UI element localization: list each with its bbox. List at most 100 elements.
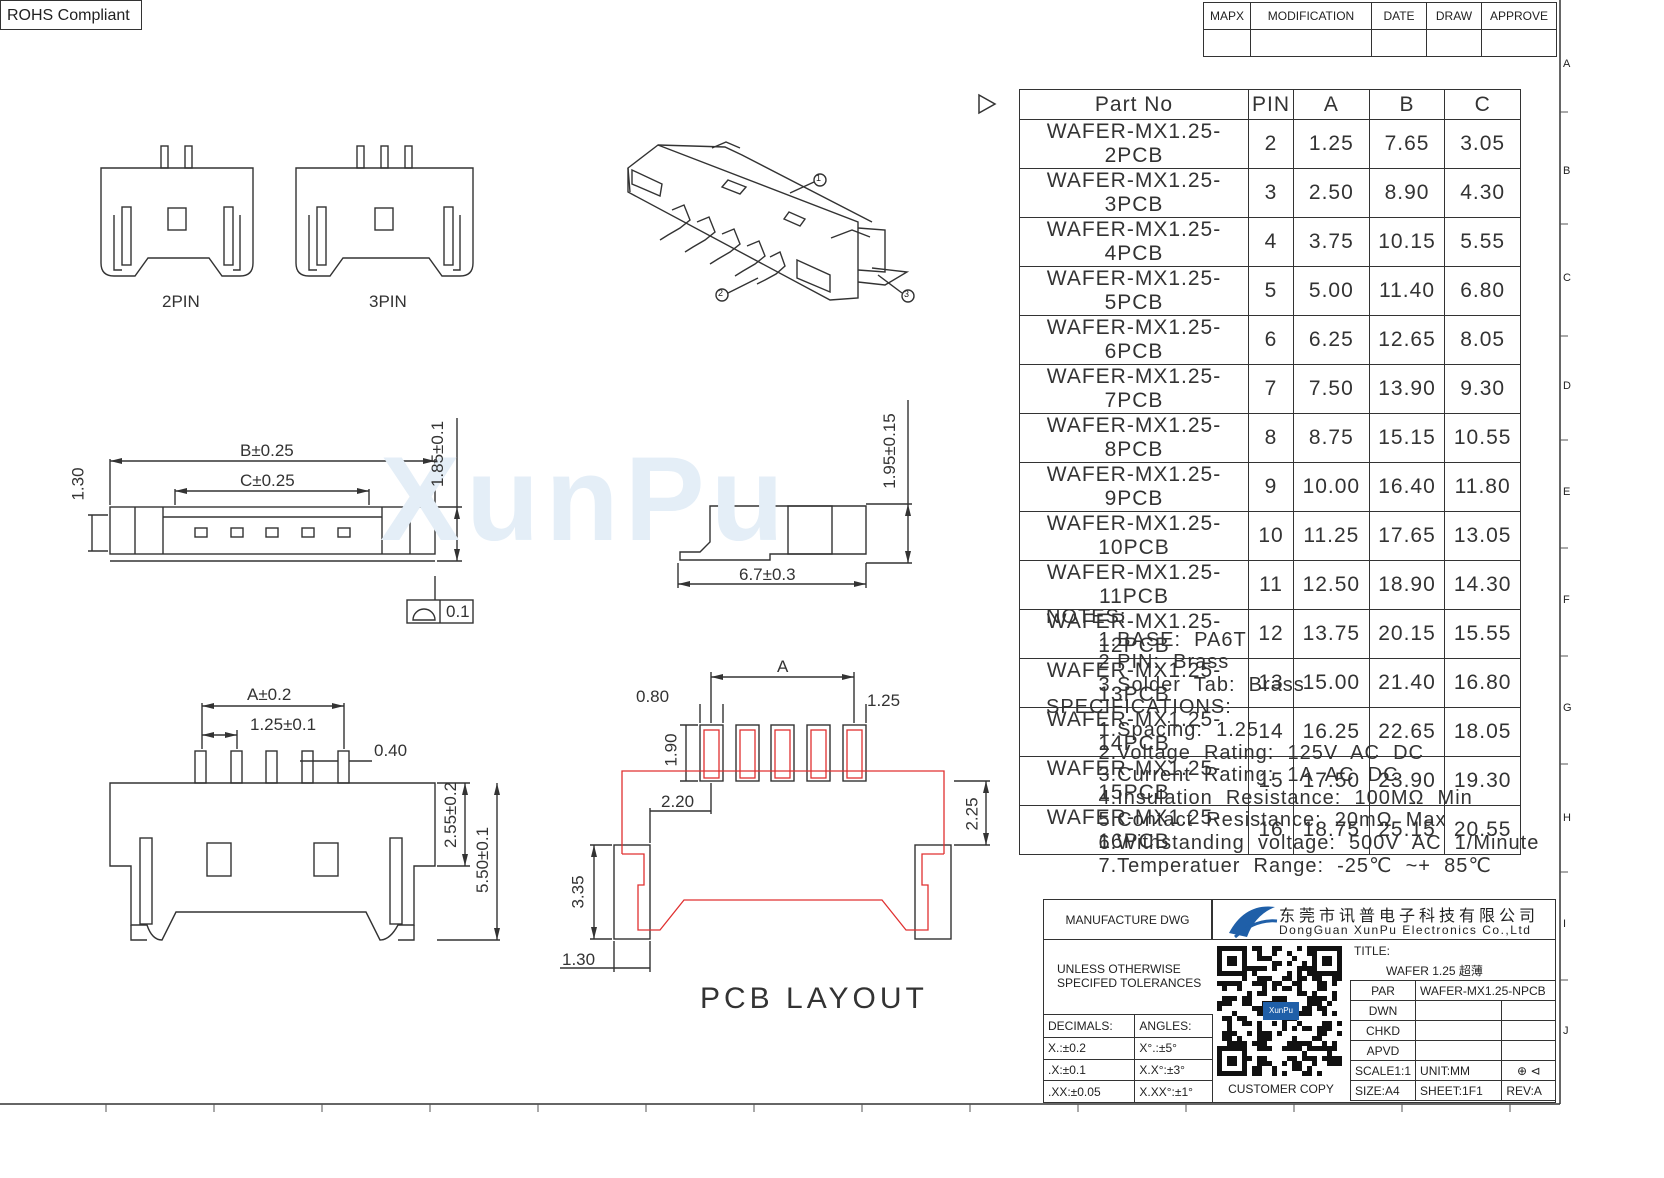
table-cell: 4 (1247, 217, 1295, 267)
rev-label: REV:A (1501, 1080, 1556, 1101)
table-cell: 2 (1247, 119, 1295, 169)
note-line: 3.Solder Tab: Brass (1046, 673, 1305, 696)
table-cell: 20.15 (1368, 609, 1446, 659)
table-cell: 13.05 (1444, 511, 1521, 561)
table-cell: 8.05 (1444, 315, 1521, 365)
table-cell: 6 (1247, 315, 1295, 365)
table-cell: 3.75 (1293, 217, 1370, 267)
dim-h185: 1.85±0.1 (428, 420, 448, 488)
table-cell: 7 (1247, 364, 1295, 414)
table-cell: 16.80 (1444, 658, 1521, 708)
table-cell: 12 (1247, 609, 1295, 659)
note-line: 3.Current Rating: 1A AC DC (1046, 764, 1399, 787)
table-cell: 23.90 (1368, 756, 1446, 806)
qr-center-badge: XunPu (1263, 1002, 1299, 1020)
table-cell: 10 (1247, 511, 1295, 561)
table-cell: 13.75 (1293, 609, 1370, 659)
table-cell: WAFER-MX1.25-11PCB (1019, 560, 1249, 610)
manufacture-dwg: MANUFACTURE DWG (1043, 899, 1212, 940)
table-cell: WAFER-MX1.25-5PCB (1019, 266, 1249, 316)
par-value: WAFER-MX1.25-NPCB (1415, 980, 1556, 1001)
note-line: 2.PIN: Brass (1046, 651, 1230, 674)
note-line: 6.Withstanding voltage: 500V AC 1/Minute (1046, 831, 1540, 854)
rev-col-mapx: MAPX (1203, 2, 1251, 30)
note-line: 7.Temperatuer Range: -25℃ ~+ 85℃ (1046, 854, 1492, 877)
pcb-dim-225: 2.25 (962, 797, 982, 831)
border-letter: C (1563, 272, 1571, 284)
table-cell: WAFER-MX1.25-4PCB (1019, 217, 1249, 267)
parts-header-c: C (1444, 89, 1521, 120)
table-cell: 16 (1247, 805, 1295, 855)
callout-1: 1 (816, 173, 822, 183)
table-cell: 17.65 (1368, 511, 1446, 561)
parts-header-pin: PIN (1247, 89, 1295, 120)
table-cell: 15.00 (1293, 658, 1370, 708)
pcb-dim-125: 1.25 (867, 691, 901, 710)
unit-label: UNIT:MM (1415, 1060, 1503, 1081)
table-cell: 15.55 (1444, 609, 1521, 659)
title-value: WAFER 1.25 超薄 (1386, 964, 1483, 978)
callout-2: 2 (718, 288, 724, 298)
border-letter: D (1563, 380, 1571, 392)
border-letter: G (1563, 702, 1572, 714)
dim-w040: 0.40 (374, 741, 408, 760)
pcb-dim-a: A (777, 657, 789, 676)
rev-col-approve: APPROVE (1481, 2, 1557, 30)
table-cell: 15.15 (1368, 413, 1446, 463)
parts-header-a: A (1293, 89, 1370, 120)
border-letter: F (1563, 594, 1570, 606)
table-cell: 1.25 (1293, 119, 1370, 169)
company-watermark: XunPu (380, 432, 790, 566)
parts-header-b: B (1368, 89, 1446, 120)
pcb-dim-335: 3.35 (568, 875, 588, 909)
table-cell: 2.50 (1293, 168, 1370, 218)
qr-code-pattern (1217, 946, 1342, 1076)
dim-h255: 2.55±0.2 (441, 781, 461, 849)
table-cell: 8.90 (1368, 168, 1446, 218)
dim-h130: 1.30 (68, 467, 88, 501)
company-name-en: DongGuan XunPu Electronics Co.,Ltd (1279, 923, 1532, 937)
table-cell: 19.30 (1444, 756, 1521, 806)
table-cell: WAFER-MX1.25-3PCB (1019, 168, 1249, 218)
chkd-label: CHKD (1349, 1020, 1417, 1041)
notes-specifications: NOTES: 1.BASE: PA6T 2.PIN: Brass 3.Solde… (1046, 606, 1539, 877)
table-cell: 12.65 (1368, 315, 1446, 365)
pcb-dim-190: 1.90 (661, 733, 681, 767)
qr-code: XunPu (1217, 946, 1344, 1076)
table-cell: 9 (1247, 462, 1295, 512)
rev-col-date: DATE (1371, 2, 1427, 30)
apvd-label: APVD (1349, 1040, 1417, 1061)
decimals-label: DECIMALS: (1042, 1014, 1136, 1038)
tolerance-line-2: SPECIFED TOLERANCES (1057, 976, 1202, 990)
table-cell: 10.00 (1293, 462, 1370, 512)
pcb-layout-title: PCB LAYOUT (700, 982, 928, 1015)
table-cell: 16.25 (1293, 707, 1370, 757)
table-cell: 15 (1247, 756, 1295, 806)
rohs-label: ROHS Compliant (0, 0, 142, 30)
company-name-cn: 东莞市讯普电子科技有限公司 (1279, 906, 1540, 925)
table-cell: WAFER-MX1.25-7PCB (1019, 364, 1249, 414)
company-header: 东莞市讯普电子科技有限公司 DongGuan XunPu Electronics… (1212, 899, 1556, 940)
dim-a: A±0.2 (247, 685, 292, 704)
revision-block: MAPX MODIFICATION DATE DRAW APPROVE (1203, 2, 1557, 57)
table-cell: 11 (1247, 560, 1295, 610)
table-cell: 13.90 (1368, 364, 1446, 414)
note-line: 5.Contact Resistance: 20mΩ Max (1046, 809, 1447, 832)
table-cell: 6.80 (1444, 266, 1521, 316)
table-cell: 4.30 (1444, 168, 1521, 218)
table-cell: WAFER-MX1.25-6PCB (1019, 315, 1249, 365)
label-2pin: 2PIN (162, 292, 200, 311)
dim-w67: 6.7±0.3 (739, 565, 796, 584)
table-cell: 25.15 (1368, 805, 1446, 855)
table-cell: 8.75 (1293, 413, 1370, 463)
table-cell: 14.30 (1444, 560, 1521, 610)
